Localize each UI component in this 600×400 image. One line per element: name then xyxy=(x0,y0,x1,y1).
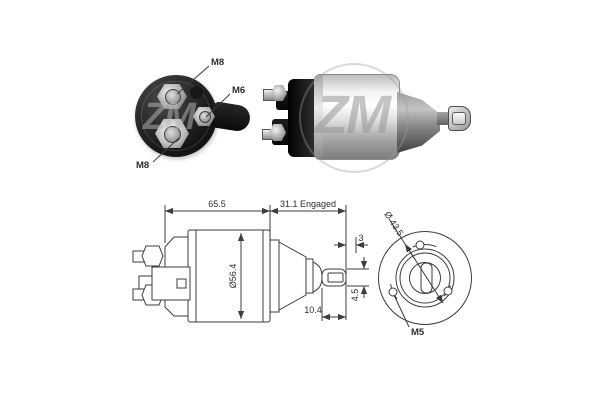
side-nut-bottom xyxy=(269,124,286,141)
dim-tip-offset: 3 xyxy=(358,233,363,243)
zm-watermark-side: ZM xyxy=(315,85,391,145)
label-m8-bottom: M8 xyxy=(136,160,149,171)
front-view-drawing: Ø 43.5 M5 xyxy=(378,210,472,338)
dim-body-length: 65.5 xyxy=(208,199,226,209)
dim-body-diameter: Ø56.4 xyxy=(228,264,238,289)
label-m5: M5 xyxy=(411,327,425,338)
zm-watermark-cap: ZM xyxy=(143,96,196,138)
dim-slot-height: 4.5 xyxy=(350,289,360,302)
dim-eye-length: 10.4 xyxy=(304,305,322,315)
label-m8-top: M8 xyxy=(211,57,224,68)
side-nut-top xyxy=(271,85,287,101)
side-view-drawing: 65.5 31.1 Engaged Ø56.4 3 4.5 10.4 xyxy=(132,199,369,323)
rubber-boot-lever xyxy=(210,101,252,133)
terminal-m6-stud xyxy=(199,111,211,123)
label-m6: M6 xyxy=(232,85,245,96)
plunger-neck xyxy=(437,112,451,125)
zm-watermark-circle xyxy=(299,63,409,173)
plunger-eye-slot xyxy=(452,112,466,125)
dim-engaged-length: 31.1 Engaged xyxy=(280,199,336,209)
dim-bolt-circle: Ø 43.5 xyxy=(382,210,405,238)
